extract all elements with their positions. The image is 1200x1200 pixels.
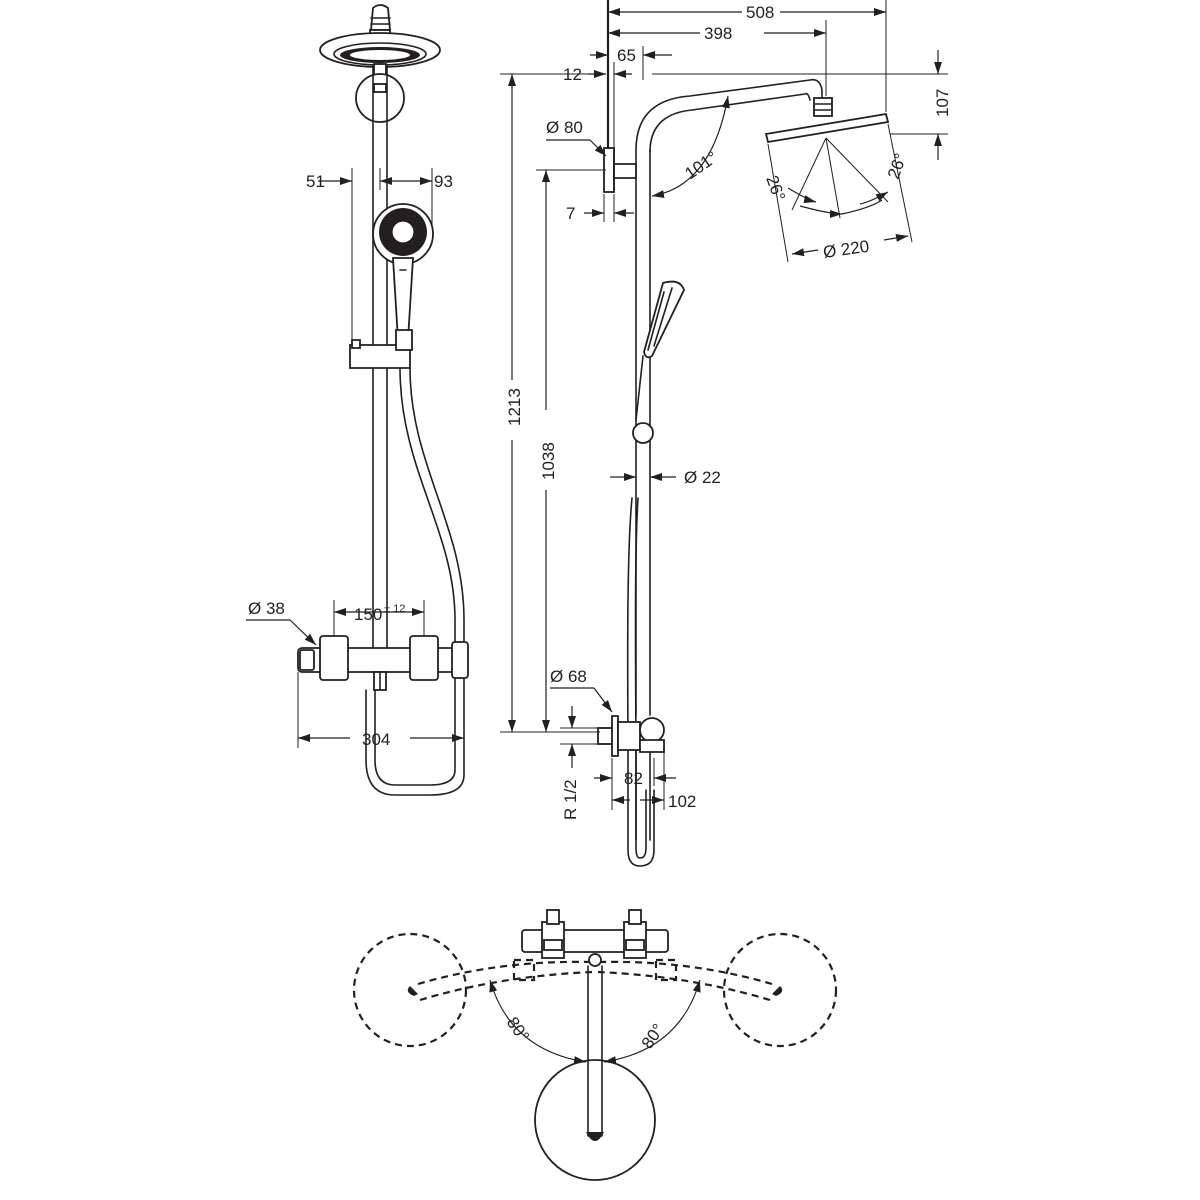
dim-overall-width: 508 [746,3,774,22]
dimension-swivel: 26° 26° [762,137,911,219]
front-hose [365,367,465,796]
side-wall-bracket [603,0,637,193]
dimension-holder-offsets: 51 93 [306,168,453,340]
side-view: 508 398 65 12 107 [500,0,952,867]
dim-thread: R 1/2 [561,779,580,820]
dim-mixer-projection: 102 [668,792,696,811]
top-mixer-rotated-right [597,958,783,1002]
dim-inlet-centres: 150 [354,605,382,624]
dimension-head-dia: Ø 220 [767,123,913,263]
dim-head-drop: 107 [933,89,952,117]
dimension-wall-plate-depth: 7 [566,194,634,223]
dimension-arm-reach: 398 [608,20,827,96]
dimension-wall-plate-dia: Ø 80 [546,118,607,157]
front-slider-holder [349,329,413,369]
side-hand-shower [635,280,685,421]
top-swivel-circle-right [722,932,838,1048]
dim-swivel-right: 26° [884,151,911,182]
dim-wall-plate-depth: 7 [566,204,575,223]
front-wall-rosette [355,73,405,123]
top-mixer-rotated-left [407,958,593,1002]
dimension-overall-width: 508 [608,0,887,112]
dim-mixer-width: 304 [362,730,390,749]
dim-wall-plate-dia: Ø 80 [546,118,583,137]
front-view: 51 93 150 ± 12 Ø 38 304 [246,4,469,796]
top-view: 80° 80° [352,909,838,1181]
dim-holder-right: 93 [434,172,453,191]
dim-pipe-offset: 65 [617,46,636,65]
dimension-knob-dia: Ø 38 [246,599,317,646]
dim-flange-dia: Ø 68 [550,667,587,686]
dimension-pipe-offset: 65 [590,46,672,80]
dim-arm-reach: 398 [704,24,732,43]
dim-holder-left: 51 [306,172,325,191]
dimension-mixer-width: 304 [297,672,465,749]
dim-tilt-angle: 101° [681,148,721,184]
side-shower-arm [635,78,823,153]
dim-inlet-tolerance: ± 12 [384,603,405,615]
dimension-thread: R 1/2 [560,706,598,820]
dimension-flange-dia: Ø 68 [550,667,613,713]
side-hose [626,497,655,867]
dim-riser-dia: Ø 22 [684,468,721,487]
top-swivel-circle-left [352,932,468,1048]
dimension-mixer-projection: 102 [612,752,696,811]
dimension-head-drop: 107 [652,50,952,160]
side-overhead-shower [764,97,890,144]
side-mixer [597,715,665,757]
dimension-riser-height: 1038 [536,169,606,732]
top-mixer [521,909,669,967]
dim-knob-dia: Ø 38 [248,599,285,618]
dim-total-height: 1213 [505,388,524,426]
dimension-inlet-centres: 150 ± 12 [333,600,425,636]
front-thermostat-mixer [297,635,469,691]
dim-riser-height: 1038 [539,442,558,480]
dim-rotation-left: 80° [503,1013,533,1045]
front-overhead-shower [319,4,441,77]
front-hand-shower [372,203,434,341]
top-overhead-circle [534,1059,656,1181]
dimension-total-height: 1213 [500,73,600,733]
dim-head-dia: Ø 220 [822,237,871,262]
side-slider [632,422,654,444]
dim-mixer-depth: 82 [624,769,643,788]
dim-rotation-right: 80° [638,1020,668,1052]
dimension-riser-dia: Ø 22 [610,468,721,487]
top-shower-arm [586,965,604,1141]
dimension-rotation: 80° 80° [489,979,701,1065]
